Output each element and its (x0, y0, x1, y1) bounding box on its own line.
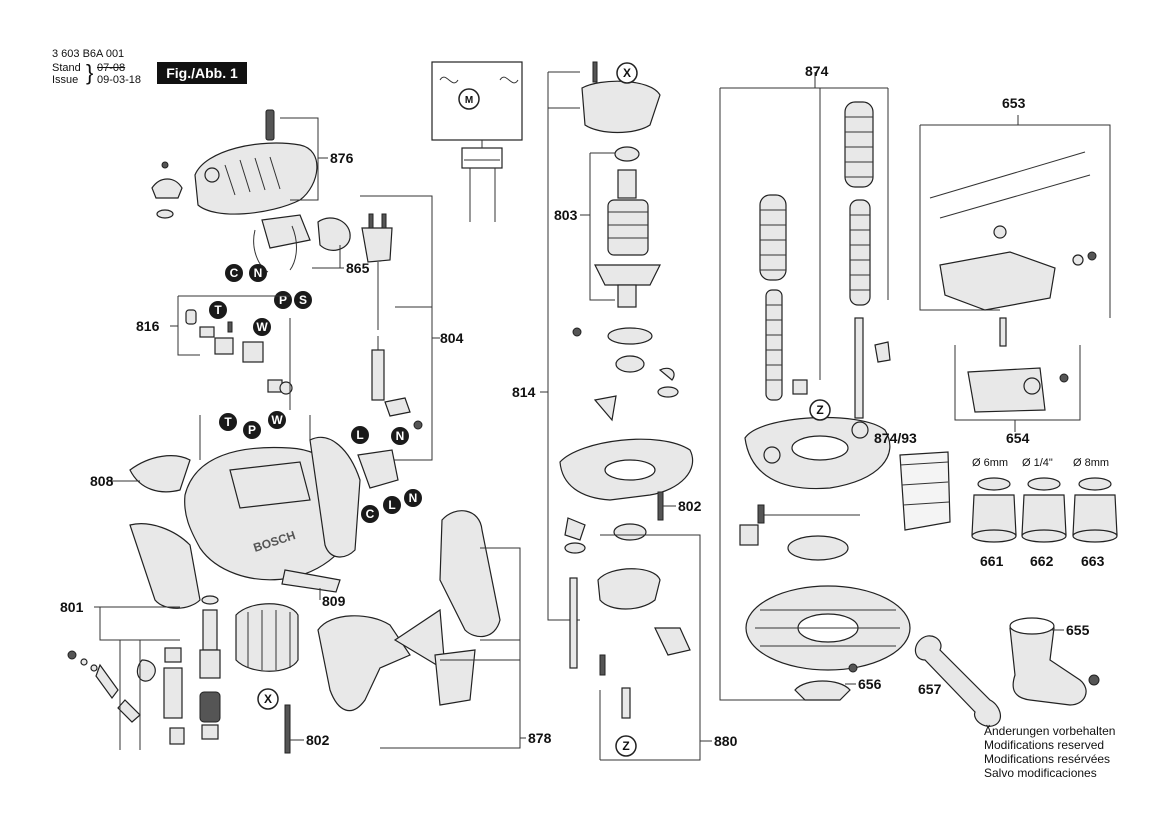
note-en: Modifications reserved (984, 738, 1105, 752)
wire-marker-T2: T (219, 413, 237, 431)
svg-text:X: X (623, 66, 631, 80)
label-662: 662 (1030, 553, 1054, 569)
label-655: 655 (1066, 622, 1090, 638)
svg-text:N: N (409, 491, 418, 505)
svg-text:N: N (254, 266, 263, 280)
label-657: 657 (918, 681, 942, 697)
note-de: Änderungen vorbehalten (984, 724, 1116, 738)
svg-text:T: T (214, 303, 222, 317)
label-876: 876 (330, 150, 354, 166)
wire-marker-W2: W (268, 411, 286, 429)
label-656: 656 (858, 676, 882, 692)
note-es: Salvo modificaciones (984, 766, 1097, 780)
label-663: 663 (1081, 553, 1105, 569)
doc-number: 3 603 B6A 001 (52, 48, 125, 60)
issue-date: 09-03-18 (97, 74, 142, 86)
label-654: 654 (1006, 430, 1030, 446)
figure-label: Fig./Abb. 1 (157, 62, 247, 84)
collet-662 (1021, 477, 1067, 543)
label-814: 814 (512, 384, 536, 400)
wire-marker-W1: W (253, 318, 271, 336)
collet-size-663: Ø 8mm (1073, 457, 1109, 469)
ref-marker-Z2: Z (809, 399, 831, 421)
label-802b: 802 (678, 498, 702, 514)
svg-text:X: X (264, 692, 272, 706)
collet-size-662: Ø 1/4" (1022, 457, 1053, 469)
svg-text:W: W (256, 320, 268, 334)
svg-text:C: C (230, 266, 239, 280)
wire-marker-C2: C (361, 505, 379, 523)
svg-text:S: S (299, 293, 307, 307)
wire-marker-N3: N (404, 489, 422, 507)
wire-marker-C1: C (225, 264, 243, 282)
ref-marker-X2: X (616, 62, 638, 84)
svg-text:L: L (388, 498, 395, 512)
wire-marker-N1: N (249, 264, 267, 282)
svg-text:P: P (248, 423, 256, 437)
collet-size-661: Ø 6mm (972, 457, 1008, 469)
wire-marker-N2: N (391, 427, 409, 445)
svg-text:Z: Z (816, 403, 823, 417)
svg-text:W: W (271, 413, 283, 427)
label-880: 880 (714, 733, 738, 749)
label-808: 808 (90, 473, 114, 489)
label-653: 653 (1002, 95, 1026, 111)
ref-marker-Z1: Z (615, 735, 637, 757)
svg-text:N: N (396, 429, 405, 443)
modification-notes: Änderungen vorbehalten Modifications res… (984, 724, 1115, 780)
stand-label: Stand (52, 62, 81, 74)
wire-marker-S1: S (294, 291, 312, 309)
svg-text:M: M (465, 95, 473, 106)
svg-text:T: T (224, 415, 232, 429)
label-878: 878 (528, 730, 552, 746)
label-865: 865 (346, 260, 370, 276)
label-803: 803 (554, 207, 578, 223)
label-802a: 802 (306, 732, 330, 748)
stand-date: 07-08 (97, 62, 126, 74)
note-fr: Modifications resérvées (984, 752, 1111, 766)
label-874: 874 (805, 63, 829, 79)
wire-marker-P1: P (274, 291, 292, 309)
label-661: 661 (980, 553, 1004, 569)
svg-text:C: C (366, 507, 375, 521)
ref-marker-X1: X (257, 688, 279, 710)
svg-text:P: P (279, 293, 287, 307)
label-804: 804 (440, 330, 464, 346)
collet-663 (1072, 477, 1118, 543)
brace-icon: } (86, 60, 94, 85)
label-816: 816 (136, 318, 160, 334)
label-801: 801 (60, 599, 84, 615)
wire-marker-L2: L (383, 496, 401, 514)
wire-marker-P2: P (243, 421, 261, 439)
wire-marker-L1: L (351, 426, 369, 444)
label-874-93: 874/93 (874, 430, 917, 446)
label-809: 809 (322, 593, 346, 609)
collet-661 (971, 477, 1017, 543)
issue-label: Issue (52, 74, 79, 86)
svg-text:L: L (356, 428, 363, 442)
svg-text:Z: Z (622, 739, 629, 753)
wire-marker-T1: T (209, 301, 227, 319)
